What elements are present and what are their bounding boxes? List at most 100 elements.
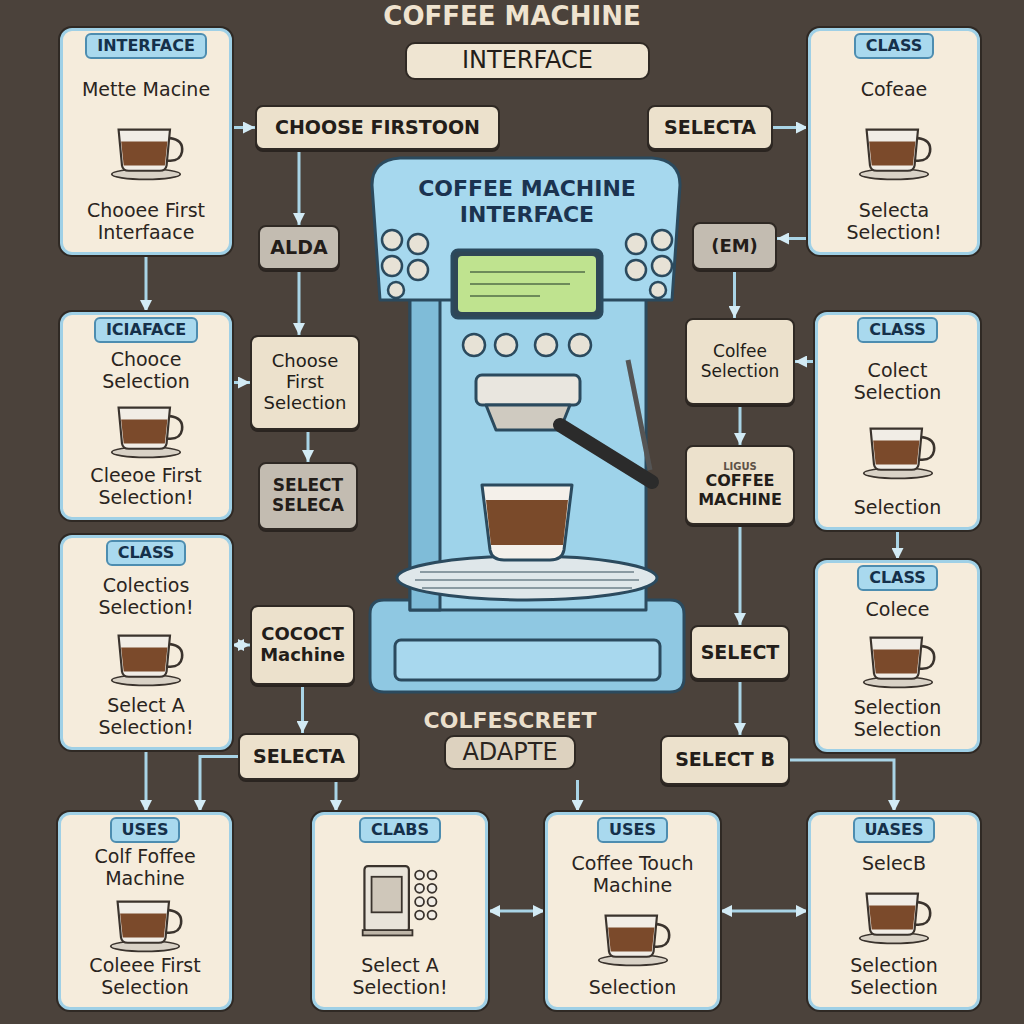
card-text: Coffee Touch Machine [554,853,711,897]
class-card: INTERFACEMette Macine Chooee First Inter… [60,28,232,255]
connector-arrow [739,680,742,735]
card-text: Select A Selection! [321,955,479,999]
connector-arrow [790,760,894,812]
label-box: CHOOSE FIRSTOON [255,105,500,150]
box-label: ADAPTE [444,735,575,771]
cup-icon [590,907,676,967]
connector-arrow [777,237,808,240]
machine-icon [355,859,445,939]
card-header: USES [597,817,668,843]
machine-label: COFFEE MACHINE INTERFACE [402,176,652,229]
card-text: SelecB [862,853,926,875]
connector-arrow [773,126,808,129]
connector-arrow [795,360,815,363]
label-box: (EM) [692,222,777,270]
label-box: SELECT B [660,735,790,785]
class-card: USESColf Foffee Machine Coleee First Sel… [58,812,232,1010]
connector-arrow [232,126,255,129]
label-box: SELECT [690,625,790,680]
card-text: Mette Macine [82,79,210,101]
connector-arrow [298,270,301,335]
connector-arrow [576,780,579,812]
card-text: Selecta Selection! [817,200,971,244]
box-label: Colfee Selection [693,342,787,381]
cup-icon [851,121,937,181]
class-card: UASES SelecB Selection Selection [808,812,980,1010]
card-text: Colf Foffee Machine [67,846,223,890]
label-box: Choose First Selection [250,335,360,430]
box-label: LIGUS [723,461,757,473]
connector-arrow [232,381,250,384]
cup-icon [103,399,189,459]
label-box: INTERFACE [405,42,650,80]
label-box: SELECTA [647,105,773,150]
connector-arrow [739,405,742,445]
card-text: Chooee First Interfaace [69,200,223,244]
cup-icon [855,629,941,689]
card-text: Selection [589,977,677,999]
card-header: CLASS [857,317,938,343]
card-header: UASES [853,817,936,843]
card-text: Coleee First Selection [67,955,223,999]
card-text: Colect Selection [824,360,971,404]
class-card: CLASS Colectios Selection! Select A Selec… [60,535,232,750]
cup-icon [102,893,188,953]
connector-arrow [298,150,301,225]
card-text: Selection Selection [824,697,971,741]
class-card: CLABS Select A Selection! [312,812,488,1010]
card-text: Cofeae [861,79,928,101]
card-text: Selection Selection [817,955,971,999]
box-label: INTERFACE [462,47,593,75]
label-box: Colfee Selection [685,318,795,405]
card-text: Colece [866,599,930,621]
connector-arrow [488,910,545,913]
card-text: Colectios Selection! [69,575,223,619]
box-label: SELECTA [253,746,345,768]
connector-arrow [301,685,304,733]
class-card: CLASSColece Selection Selection [815,560,980,752]
class-card: CLASS Colect Selection Selection [815,312,980,530]
connector-arrow [145,750,148,812]
box-label: SELECT [701,642,780,664]
label-box: SELECTA [238,733,360,780]
label-box: SELECT SELECA [258,462,358,530]
class-card: USES Coffee Touch Machine Selection [545,812,720,1010]
connector-arrow [335,780,338,812]
box-label: SELECT SELECA [266,476,350,515]
box-label: Choose First Selection [258,351,352,413]
class-card: CLASS Cofeae Selecta Selection! [808,28,980,255]
connector-arrow [896,530,899,560]
cup-icon [103,121,189,181]
card-header: CLASS [106,540,187,566]
box-label: CHOOSE FIRSTOON [275,117,480,139]
card-text: Selection [854,497,942,519]
label-box: ALDA [258,225,340,270]
diagram-title: COFFEE MACHINE [312,2,712,32]
machine-body [370,158,684,692]
box-label: SELECTA [664,117,756,139]
cup-icon [103,627,189,687]
card-text: Cleeoe First Selection! [69,465,223,509]
connector-arrow [720,910,808,913]
card-header: CLASS [854,33,935,59]
connector-arrow [733,270,736,318]
class-card: ICIAFACE Chooce Selection Cleeoe First Se… [60,312,232,520]
connector-arrow [200,757,238,813]
card-header: CLABS [359,817,441,843]
card-header: ICIAFACE [94,317,198,343]
card-text: Chooce Selection [69,349,223,393]
label-box: COCOCT Machine [250,605,355,685]
box-label: ALDA [270,237,327,259]
box-label: COLFESCREET [424,708,597,733]
cup-icon [855,420,941,480]
connector-arrow [307,430,310,462]
label-box: LIGUSCOFFEE MACHINE [685,445,795,525]
box-label: COFFEE MACHINE [693,472,787,509]
card-text: Select A Selection! [69,695,223,739]
connector-arrow [232,644,250,647]
box-label: COCOCT Machine [258,624,347,665]
label-box: COLFESCREETADAPTE [410,698,610,780]
cup-icon [851,885,937,945]
box-label: SELECT B [675,749,775,771]
